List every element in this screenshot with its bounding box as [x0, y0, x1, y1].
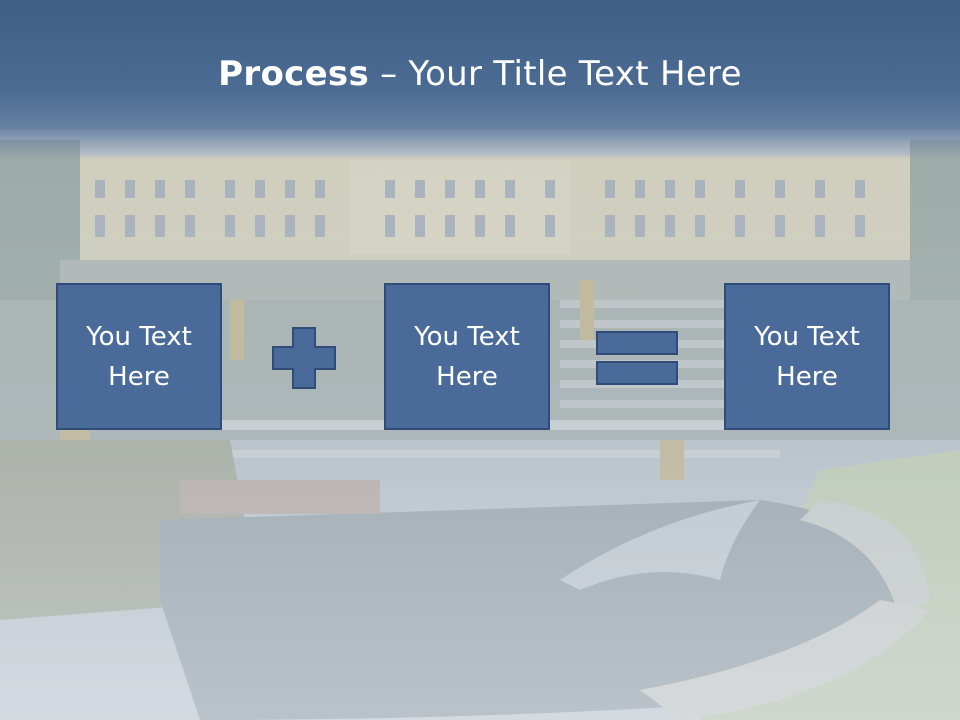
- slide-title-rest: – Your Title Text Here: [369, 54, 742, 94]
- process-box-1-label: You Text Here: [86, 321, 192, 392]
- slide-title: Process – Your Title Text Here: [0, 54, 960, 94]
- process-box-2[interactable]: You Text Here: [384, 283, 550, 430]
- process-box-1[interactable]: You Text Here: [56, 283, 222, 430]
- plus-icon: [272, 327, 336, 389]
- process-box-2-label: You Text Here: [414, 321, 520, 392]
- title-band: Process – Your Title Text Here: [0, 0, 960, 160]
- process-box-3-label: You Text Here: [754, 321, 860, 392]
- process-box-3[interactable]: You Text Here: [724, 283, 890, 430]
- equals-icon: [596, 331, 678, 385]
- slide-title-bold: Process: [218, 54, 370, 94]
